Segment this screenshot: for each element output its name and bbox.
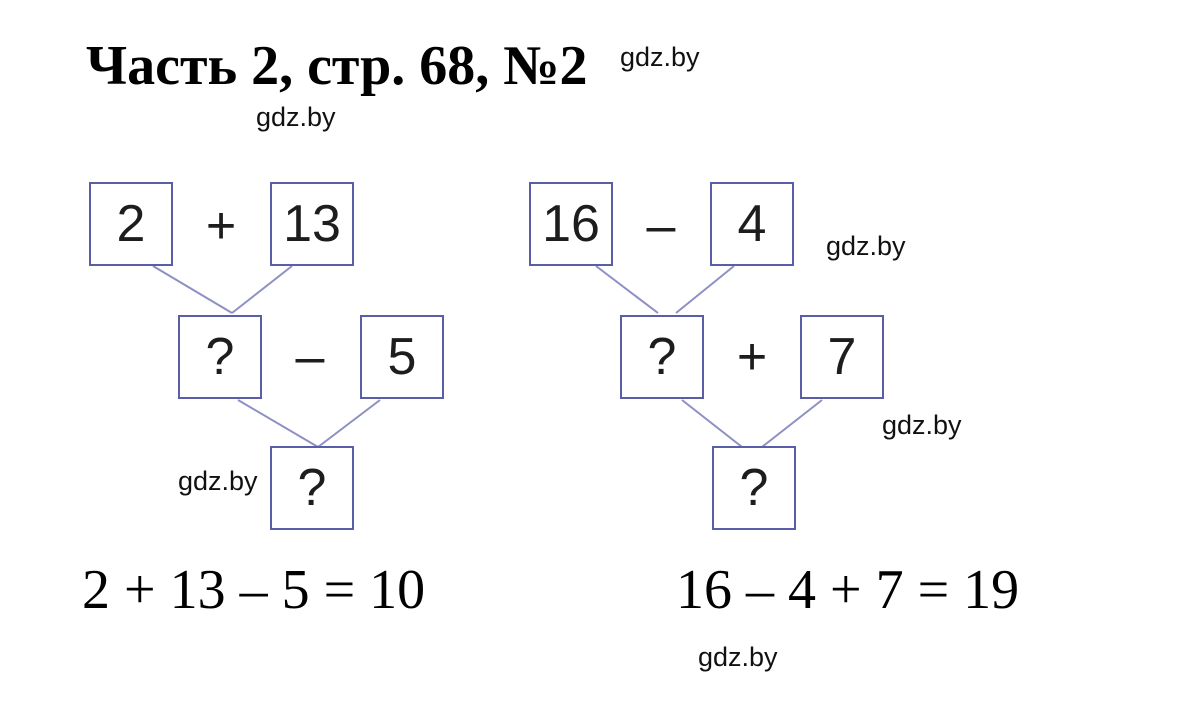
watermark: gdz.by — [882, 410, 962, 440]
connector-line — [237, 399, 319, 448]
left-top-left-box: 2 — [89, 182, 173, 266]
left-equation: 2 + 13 – 5 = 10 — [82, 559, 426, 621]
right-top-operator: – — [646, 197, 676, 255]
watermark: gdz.by — [256, 102, 336, 132]
left-top-right-box: 13 — [270, 182, 354, 266]
connector-line — [761, 399, 823, 448]
left-mid-left-box: ? — [178, 315, 262, 399]
connector-line — [595, 265, 659, 314]
connector-line — [152, 265, 233, 314]
page-title: Часть 2, стр. 68, №2 — [86, 35, 588, 97]
left-mid-right-box: 5 — [360, 315, 444, 399]
connector-line — [675, 265, 735, 314]
left-result-box: ? — [270, 446, 354, 530]
right-result-box: ? — [712, 446, 796, 530]
right-mid-operator: + — [736, 328, 768, 386]
connector-line — [681, 399, 743, 448]
right-mid-right-box: 7 — [800, 315, 884, 399]
left-mid-operator: – — [295, 328, 325, 386]
watermark: gdz.by — [178, 466, 258, 496]
watermark: gdz.by — [698, 642, 778, 672]
right-top-right-box: 4 — [710, 182, 794, 266]
left-top-operator: + — [205, 197, 237, 255]
right-top-left-box: 16 — [529, 182, 613, 266]
watermark: gdz.by — [826, 231, 906, 261]
right-mid-left-box: ? — [620, 315, 704, 399]
watermark: gdz.by — [620, 42, 700, 72]
connector-line — [231, 265, 293, 314]
right-equation: 16 – 4 + 7 = 19 — [676, 559, 1020, 621]
connector-line — [317, 399, 381, 448]
